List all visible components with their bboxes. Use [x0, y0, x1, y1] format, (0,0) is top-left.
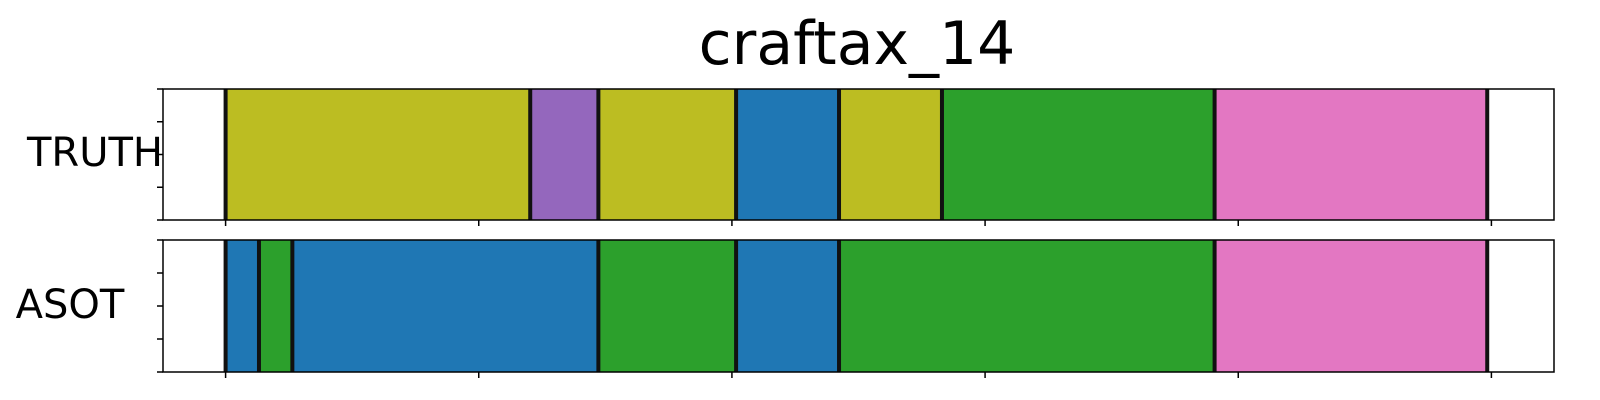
truth-segment-5: [839, 89, 942, 220]
asot-segment-6: [839, 240, 1215, 372]
row-truth: TRUTH: [26, 88, 1555, 226]
row-label-asot: ASOT: [16, 282, 125, 328]
row-label-truth: TRUTH: [26, 130, 163, 176]
chart-title: craftax_14: [699, 9, 1016, 79]
asot-segment-3: [292, 240, 599, 372]
truth-segment-7: [1214, 89, 1488, 220]
truth-segment-1: [225, 89, 531, 220]
asot-segment-5: [736, 240, 840, 372]
asot-segment-4: [598, 240, 737, 372]
truth-segment-3: [598, 89, 737, 220]
truth-segment-2: [530, 89, 599, 220]
asot-segment-1: [225, 240, 259, 372]
asot-segment-7: [1214, 240, 1488, 372]
truth-segment-6: [941, 89, 1215, 220]
asot-segment-2: [258, 240, 293, 372]
row-asot: ASOT: [16, 239, 1555, 378]
truth-segment-4: [736, 89, 840, 220]
